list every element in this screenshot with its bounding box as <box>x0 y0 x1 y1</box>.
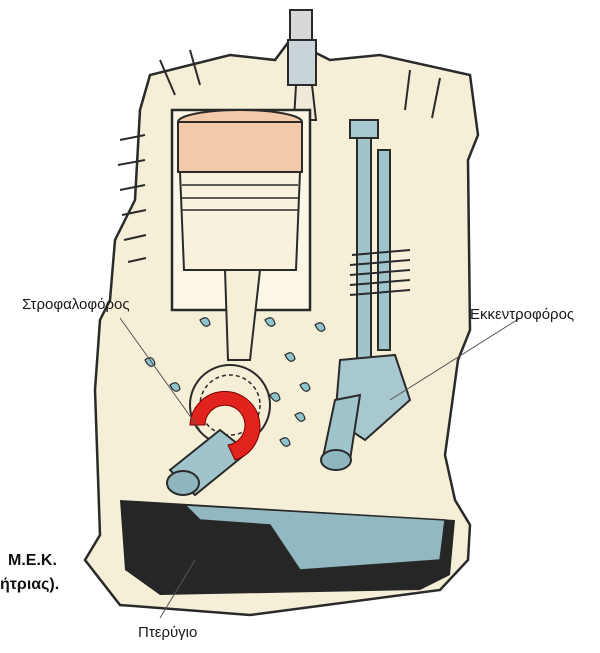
piston-head <box>178 122 302 172</box>
piston-body <box>180 172 300 270</box>
fin-label: Πτερύγιο <box>138 624 197 641</box>
camshaft-label: Εκκεντροφόρος <box>470 306 574 323</box>
crankshaft-label: Στροφαλοφόρος <box>22 296 130 313</box>
caption-line-2: ήτριας). <box>0 576 59 594</box>
caption-line-1: Μ.Ε.Κ. <box>8 552 57 570</box>
